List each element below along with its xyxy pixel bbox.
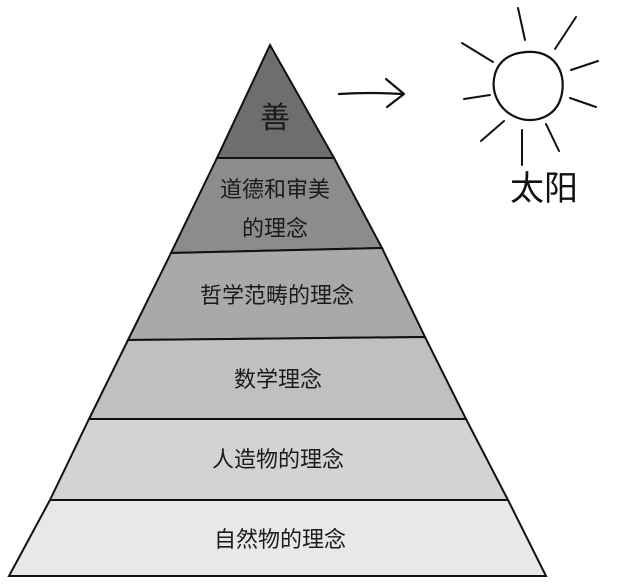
level-6-band bbox=[7, 499, 548, 577]
level-2-label-line2: 的理念 bbox=[242, 217, 308, 242]
level-6-label: 自然物的理念 bbox=[214, 528, 346, 553]
arrow-right-icon bbox=[337, 77, 406, 109]
pyramid bbox=[7, 42, 548, 577]
level-1-label: 善 bbox=[260, 101, 290, 136]
sun-label: 太阳 bbox=[510, 169, 578, 209]
level-4-label: 数学理念 bbox=[234, 368, 322, 393]
level-3-label: 哲学范畴的理念 bbox=[200, 284, 354, 309]
level-5-label: 人造物的理念 bbox=[212, 448, 344, 473]
sun-icon bbox=[461, 7, 599, 166]
level-2-label: 道德和审美 bbox=[220, 178, 330, 203]
